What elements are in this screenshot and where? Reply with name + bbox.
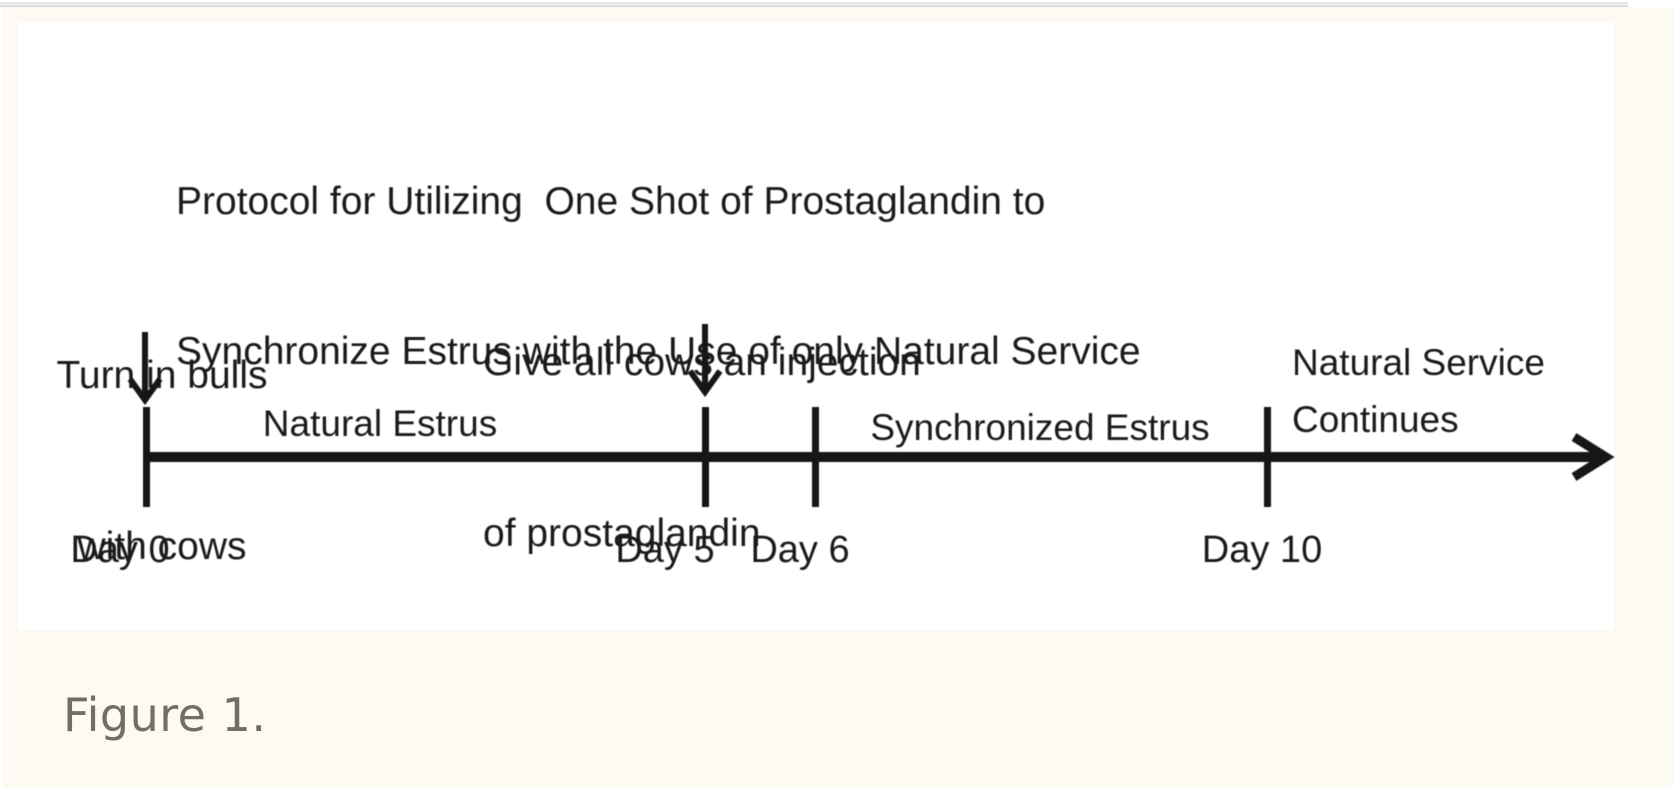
timeline-diagram: Protocol for Utilizing One Shot of Prost… [18,22,1615,630]
segment-label-synchronized-estrus: Synchronized Estrus [870,407,1210,448]
annotation-line: of prostaglandin [483,512,761,555]
figure-caption: Figure 1. [63,688,267,742]
top-divider-rule [0,2,1628,7]
page-background-panel: Protocol for Utilizing One Shot of Prost… [3,7,1674,788]
day-label-10: Day 10 [1201,529,1323,571]
annotation-give-injection: Give all cows an injection of prostaglan… [483,220,921,676]
tick-day-10 [1264,407,1271,507]
down-arrow-icon [687,324,723,398]
annotation-line: Turn in bulls [56,354,268,397]
annotation-line: with cows [77,525,247,568]
tick-day-0 [143,407,150,507]
tick-day-5 [702,407,709,507]
segment-label-natural-estrus: Natural Estrus [262,403,498,444]
down-arrow-icon [127,332,163,406]
timeline-axis [146,433,1615,481]
annotation-line: Give all cows an injection [483,341,921,384]
figure-image: Protocol for Utilizing One Shot of Prost… [18,22,1615,630]
day-label-6: Day 6 [750,529,850,571]
day-label-5: Day 5 [615,529,715,571]
label-natural-service-continues: Natural Service Continues [1292,334,1545,448]
annotation-turn-in-bulls: Turn in bulls with cows [42,233,282,689]
after-label-line-1: Natural Service [1292,342,1545,383]
tick-day-6 [812,407,819,507]
after-label-line-2: Continues [1292,399,1459,440]
day-label-0: Day 0 [70,529,170,571]
figure-title-line-1: Protocol for Utilizing One Shot of Prost… [176,180,1046,223]
